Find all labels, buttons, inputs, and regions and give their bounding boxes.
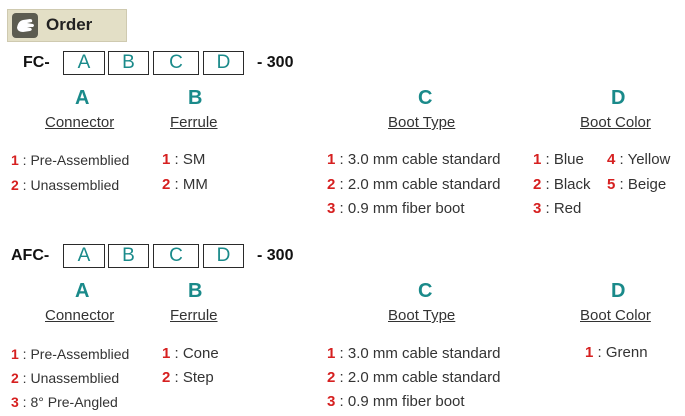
afc-col-d-letter: D <box>611 280 626 302</box>
afc-col-c-option: 3 : 0.9 mm fiber boot <box>327 393 465 410</box>
afc-col-a-option: 2 : Unassemblied <box>11 370 120 386</box>
afc-col-a-letter: A <box>75 280 90 302</box>
afc-col-a-option: 1 : Pre-Assemblied <box>11 346 130 362</box>
afc-prefix: AFC- <box>11 247 50 264</box>
afc-col-c-letter: C <box>418 280 433 302</box>
fc-col-d-heading: Boot Color <box>580 114 651 131</box>
afc-col-b-option: 1 : Cone <box>162 345 219 362</box>
fc-col-d-letter: D <box>611 87 626 109</box>
fc-col-b-heading: Ferrule <box>170 114 218 131</box>
fc-col-c-option: 2 : 2.0 mm cable standard <box>327 176 501 193</box>
afc-col-b-letter: B <box>188 280 203 302</box>
fc-col-d-option: 4 : Yellow <box>607 151 671 168</box>
afc-col-c-option: 1 : 3.0 mm cable standard <box>327 345 501 362</box>
afc-code-box-b: B <box>108 244 149 268</box>
fc-col-a-option: 1 : Pre-Assemblied <box>11 152 130 168</box>
afc-suffix: - 300 <box>257 247 294 264</box>
fc-code-box-c: C <box>153 51 199 75</box>
afc-col-a-heading: Connector <box>45 307 115 324</box>
afc-col-b-heading: Ferrule <box>170 307 218 324</box>
fc-col-a-letter: A <box>75 87 90 109</box>
fc-col-c-letter: C <box>418 87 433 109</box>
fc-col-b-option: 2 : MM <box>162 176 208 193</box>
hand-icon <box>12 13 38 38</box>
fc-col-d-option: 3 : Red <box>533 200 582 217</box>
fc-col-a-heading: Connector <box>45 114 115 131</box>
fc-col-d-option: 5 : Beige <box>607 176 667 193</box>
fc-code-box-b: B <box>108 51 149 75</box>
afc-col-c-heading: Boot Type <box>388 307 456 324</box>
fc-code-box-d: D <box>203 51 244 75</box>
fc-col-c-heading: Boot Type <box>388 114 456 131</box>
afc-code-box-a: A <box>63 244 105 268</box>
fc-col-b-letter: B <box>188 87 203 109</box>
afc-col-d-heading: Boot Color <box>580 307 651 324</box>
fc-col-c-option: 1 : 3.0 mm cable standard <box>327 151 501 168</box>
order-header: Order <box>7 9 127 42</box>
afc-col-d-option: 1 : Grenn <box>585 344 648 361</box>
afc-col-b-option: 2 : Step <box>162 369 214 386</box>
fc-suffix: - 300 <box>257 54 294 71</box>
fc-code-box-a: A <box>63 51 105 75</box>
fc-col-d-option: 2 : Black <box>533 176 591 193</box>
afc-col-c-option: 2 : 2.0 mm cable standard <box>327 369 501 386</box>
fc-col-a-option: 2 : Unassemblied <box>11 177 120 193</box>
afc-code-box-c: C <box>153 244 199 268</box>
fc-prefix: FC- <box>23 54 50 71</box>
fc-col-b-option: 1 : SM <box>162 151 206 168</box>
fc-col-c-option: 3 : 0.9 mm fiber boot <box>327 200 465 217</box>
afc-col-a-option: 3 : 8° Pre-Angled <box>11 394 118 410</box>
fc-col-d-option: 1 : Blue <box>533 151 584 168</box>
order-title: Order <box>46 15 93 34</box>
afc-code-box-d: D <box>203 244 244 268</box>
